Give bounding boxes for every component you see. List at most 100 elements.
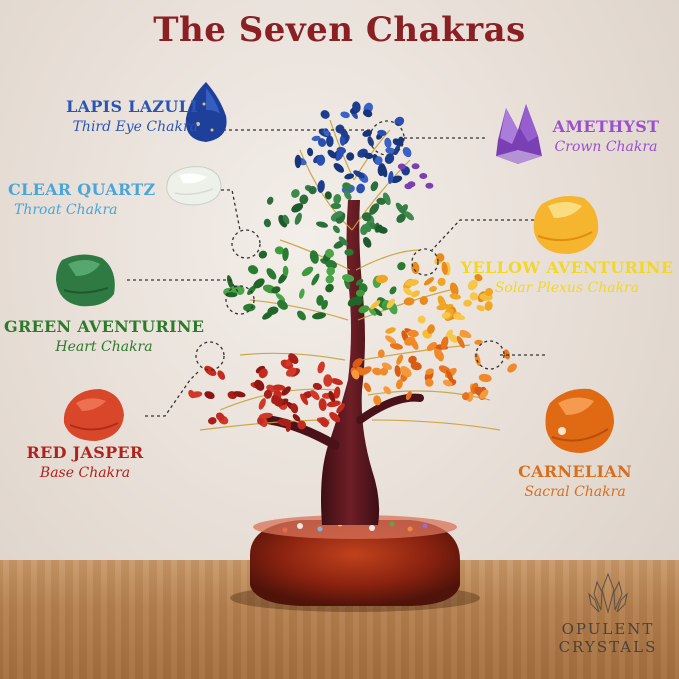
crystal-chip [263, 218, 271, 228]
crystal-chip [326, 400, 341, 408]
label-clear-quartz: CLEAR QUARTZ Throat Chakra [8, 180, 198, 218]
crystal-chip [290, 403, 299, 414]
green-aventurine-stone [56, 254, 115, 307]
crystal-chip [390, 175, 403, 184]
crystal-chip [373, 395, 382, 406]
crystal-chip [397, 163, 406, 170]
crystal-chip [257, 416, 264, 425]
chakra-name-solar-plexus: Solar Plexus Chakra [494, 280, 640, 296]
crystal-chip [377, 226, 388, 234]
crystal-chip [479, 389, 489, 400]
chakra-name-third-eye: Third Eye Chakra [72, 119, 198, 135]
crystal-chip [396, 213, 406, 223]
crystal-chip [352, 358, 363, 368]
crystal-chip [294, 154, 302, 169]
crystal-chip [316, 295, 324, 306]
crystal-chip [374, 156, 383, 165]
crystal-chip [355, 289, 365, 297]
crystal-chip [442, 379, 453, 387]
crystal-chip [380, 367, 389, 376]
crystal-chip [317, 138, 327, 147]
crystal-chip [208, 417, 217, 425]
crystal-chip [363, 382, 372, 392]
crystal-chip [316, 221, 328, 228]
crystal-chip [336, 403, 345, 414]
crystal-chip [425, 378, 434, 387]
label-green-aventurine: GREEN AVENTURINE Heart Chakra [4, 317, 204, 355]
crystal-chip [419, 173, 428, 179]
crystal-chip [449, 293, 461, 300]
stone-base [250, 520, 460, 606]
crystal-chip [484, 301, 493, 311]
stone-name-amethyst: AMETHYST [552, 117, 660, 136]
crystal-chip [344, 248, 354, 256]
label-carnelian: CARNELIAN Sacral Chakra [505, 462, 645, 500]
crystal-chip [325, 275, 335, 284]
chakra-name-throat: Throat Chakra [14, 202, 118, 218]
crystal-chip [377, 129, 387, 136]
crystal-chip [271, 395, 283, 407]
crystal-chip [339, 135, 346, 146]
lapis-lazuli-stone [185, 82, 227, 142]
crystal-chip [281, 386, 291, 396]
crystal-chip [292, 414, 301, 422]
crystal-chip [347, 296, 359, 307]
crystal-chip [441, 261, 448, 276]
crystal-chip [254, 379, 265, 391]
brand-logo: OPULENT CRYSTALS [548, 572, 668, 656]
crystal-chip [285, 367, 297, 377]
crystal-chip [297, 310, 306, 321]
crystal-chip [377, 163, 386, 177]
crystal-chip [449, 282, 459, 296]
crystal-chip [387, 170, 394, 185]
stone-name-red-jasper: RED JASPER [26, 443, 144, 462]
crystal-chip [377, 349, 385, 358]
crystal-chip [407, 329, 419, 338]
crystal-chip [338, 236, 348, 246]
crystal-chip [310, 390, 320, 401]
crystal-chip [307, 147, 314, 157]
crystal-chip [308, 186, 317, 195]
crystal-chip [407, 181, 416, 188]
crystal-chip [428, 285, 438, 293]
crystal-chip [478, 373, 492, 383]
crystal-chip [330, 202, 342, 210]
crystal-chip [462, 392, 470, 401]
stone-name-clear-quartz: CLEAR QUARTZ [8, 180, 156, 199]
crystal-chip [476, 304, 485, 312]
crystal-chip [243, 303, 256, 312]
crystal-chip [405, 391, 412, 401]
stone-name-green-aventurine: GREEN AVENTURINE [4, 317, 205, 336]
crystal-chip [467, 279, 478, 291]
connector-lines [127, 120, 545, 417]
crystal-chip [448, 334, 459, 343]
crystal-chip [395, 379, 403, 390]
crystal-chip [282, 265, 289, 277]
crystal-chip [360, 224, 369, 236]
crystal-logo-icon [588, 572, 628, 614]
crystal-chip [384, 153, 395, 164]
crystal-chip [291, 189, 300, 198]
crystal-chip [277, 299, 288, 310]
crystal-chip [404, 336, 416, 346]
crystal-chip [342, 274, 355, 283]
crystal-chip [368, 307, 377, 316]
crystal-chip [403, 297, 415, 306]
crystal-chip [312, 382, 323, 390]
base-top [253, 515, 457, 539]
crystal-chip [226, 275, 234, 289]
crystal-chip [253, 278, 265, 289]
page-title: The Seven Chakras [153, 10, 526, 50]
red-jasper-stone [63, 389, 124, 441]
chakra-name-heart: Heart Chakra [55, 339, 153, 355]
crystal-chip [344, 173, 355, 180]
crystal-chip [423, 277, 435, 286]
chakra-name-base: Base Chakra [39, 465, 131, 481]
crystal-chip [291, 203, 304, 213]
amethyst-stone [496, 104, 542, 164]
crystal-chip [474, 339, 483, 345]
crystal-chip [247, 285, 257, 296]
label-red-jasper: RED JASPER Base Chakra [20, 443, 150, 481]
crystal-chip [316, 154, 326, 166]
